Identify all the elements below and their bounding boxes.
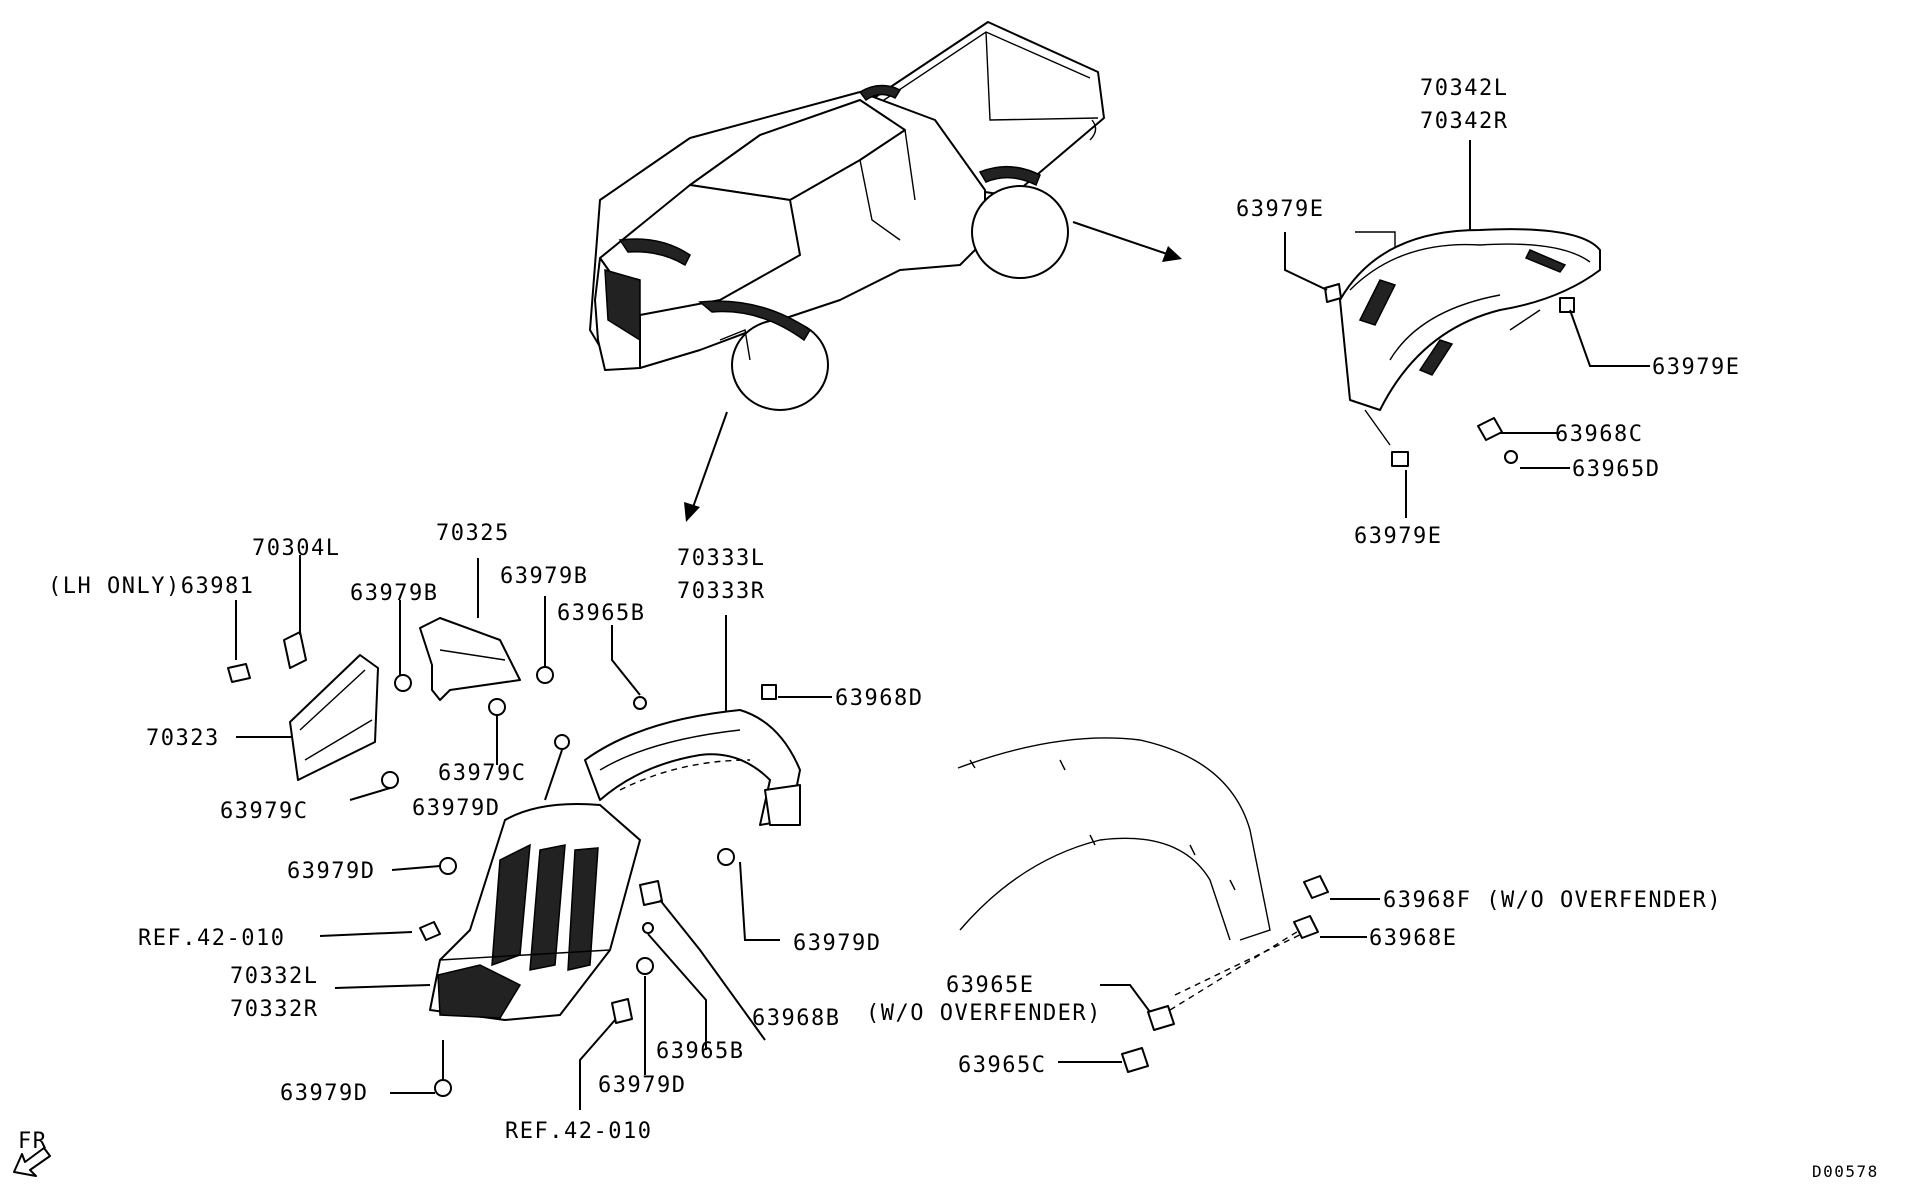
fr-arrow-icon xyxy=(13,1147,51,1177)
label-63968D: 63968D xyxy=(835,686,923,711)
label-70325: 70325 xyxy=(436,521,510,546)
front-labels: 70304L (LH ONLY)63981 63979B 70325 63979… xyxy=(48,521,923,1144)
label-70342L: 70342L xyxy=(1420,76,1508,101)
diagram-code: D00578 xyxy=(1812,1162,1879,1181)
callout-arrows xyxy=(684,221,1182,522)
label-63968B: 63968B xyxy=(752,1006,840,1031)
label-63979E-top: 63979E xyxy=(1236,197,1324,222)
label-63965E: 63965E xyxy=(946,973,1034,998)
overfender-fasteners xyxy=(1121,875,1329,1073)
label-63965C: 63965C xyxy=(958,1053,1046,1078)
truck-illustration xyxy=(589,21,1105,411)
rear-labels: 70342L 70342R 63979E 63979E 63968C 63965… xyxy=(1236,76,1740,549)
label-63979C-mid: 63979C xyxy=(438,761,526,786)
label-70342R: 70342R xyxy=(1420,109,1508,134)
rear-fasteners xyxy=(1324,283,1575,467)
label-63979C-left: 63979C xyxy=(220,799,308,824)
label-ref-42-010-bottom: REF.42-010 xyxy=(505,1119,652,1144)
overfender-leaders xyxy=(1058,898,1380,1063)
label-70332L: 70332L xyxy=(230,964,318,989)
overfender-outline xyxy=(957,737,1311,996)
rear-liner-assembly xyxy=(1339,228,1601,446)
label-63965B-bottom: 63965B xyxy=(656,1039,744,1064)
fr-indicator: FR xyxy=(13,1129,51,1177)
front-liner xyxy=(429,709,801,1021)
label-wo-overfender: (W/O OVERFENDER) xyxy=(866,1001,1102,1026)
label-63965B-top: 63965B xyxy=(557,601,645,626)
front-leaders xyxy=(235,555,832,1110)
label-70332R: 70332R xyxy=(230,997,318,1022)
label-70333L: 70333L xyxy=(677,546,765,571)
label-70323: 70323 xyxy=(146,726,220,751)
label-63965D: 63965D xyxy=(1572,457,1660,482)
label-63979D-bottom-left: 63979D xyxy=(280,1081,368,1106)
overfender-labels: 63968F (W/O OVERFENDER) 63968E 63965E (W… xyxy=(866,888,1722,1078)
label-63979B-right: 63979B xyxy=(500,564,588,589)
label-63979B-left: 63979B xyxy=(350,581,438,606)
label-63979D-bottom-center: 63979D xyxy=(598,1073,686,1098)
label-63979D-left: 63979D xyxy=(287,859,375,884)
label-63968E: 63968E xyxy=(1369,926,1457,951)
label-63979E-right: 63979E xyxy=(1652,355,1740,380)
label-ref-42-010-left: REF.42-010 xyxy=(138,926,285,951)
label-63968F: 63968F (W/O OVERFENDER) xyxy=(1383,888,1722,913)
label-70304L: 70304L xyxy=(252,536,340,561)
front-fasteners xyxy=(227,663,777,1097)
label-lh-only-63981: (LH ONLY)63981 xyxy=(48,574,254,599)
label-63968C: 63968C xyxy=(1555,422,1643,447)
rear-leaders xyxy=(1284,140,1650,518)
label-63979E-bottom: 63979E xyxy=(1354,524,1442,549)
label-70333R: 70333R xyxy=(677,579,765,604)
front-brackets xyxy=(283,617,521,781)
label-63979D-mid: 63979D xyxy=(412,796,500,821)
label-63979D-right: 63979D xyxy=(793,931,881,956)
